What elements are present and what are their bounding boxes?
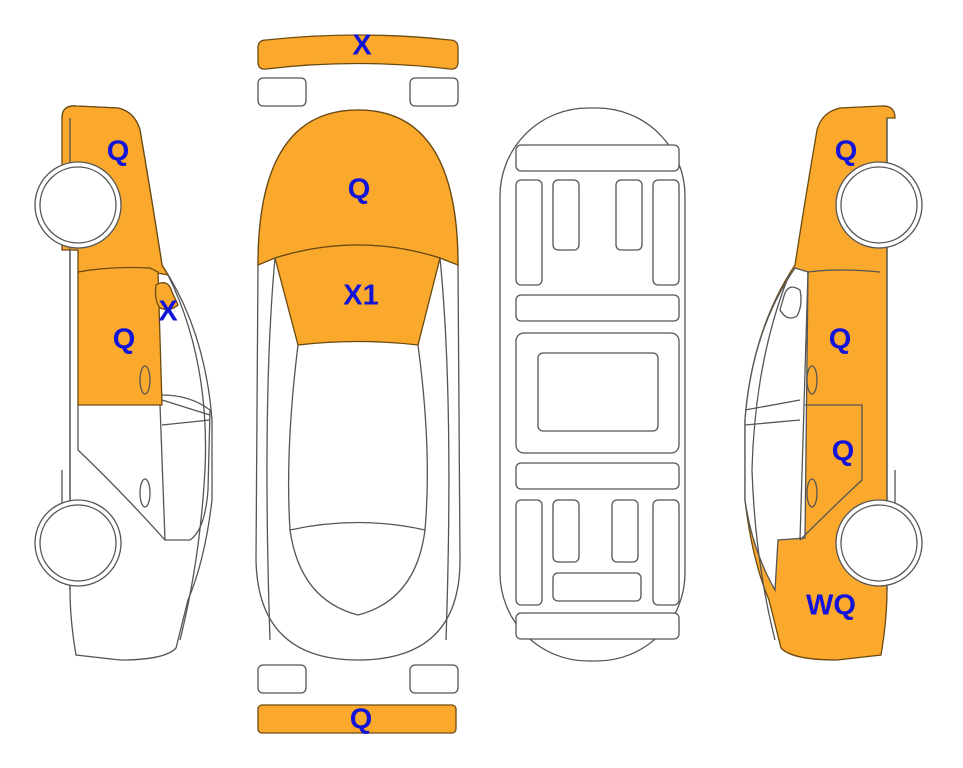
windshield-label[interactable]: X1 (343, 279, 379, 312)
right-rear-wheel (835, 499, 923, 587)
left-rear-wheel (34, 499, 122, 587)
right-window-area (744, 267, 809, 593)
right-side-view (744, 105, 923, 661)
front-bumper-damage[interactable] (257, 34, 459, 70)
right-headlight (409, 77, 459, 107)
right-taillight (409, 664, 459, 694)
right-front-door-label[interactable]: Q (828, 323, 852, 356)
rear-bumper-label[interactable]: Q (349, 703, 373, 736)
left-mirror-damage[interactable] (154, 282, 179, 311)
left-side-view (34, 105, 213, 661)
front-bumper-label[interactable]: X (352, 29, 372, 62)
left-front-fender-label[interactable]: Q (106, 135, 130, 168)
left-headlight (257, 77, 307, 107)
hood-label[interactable]: Q (347, 173, 371, 206)
right-rear-door-label[interactable]: Q (831, 435, 855, 468)
rear-bumper-damage[interactable] (257, 704, 457, 734)
right-front-fender-label[interactable]: Q (834, 135, 858, 168)
top-view (255, 34, 461, 734)
windshield-damage[interactable] (274, 244, 441, 346)
underbody-view (499, 107, 686, 662)
left-front-door-label[interactable]: Q (112, 323, 136, 356)
left-front-wheel (34, 161, 122, 249)
left-taillight (257, 664, 307, 694)
right-rear-quarter-label[interactable]: WQ (806, 589, 856, 622)
left-mirror-label[interactable]: X (158, 295, 178, 328)
right-front-wheel (835, 161, 923, 249)
